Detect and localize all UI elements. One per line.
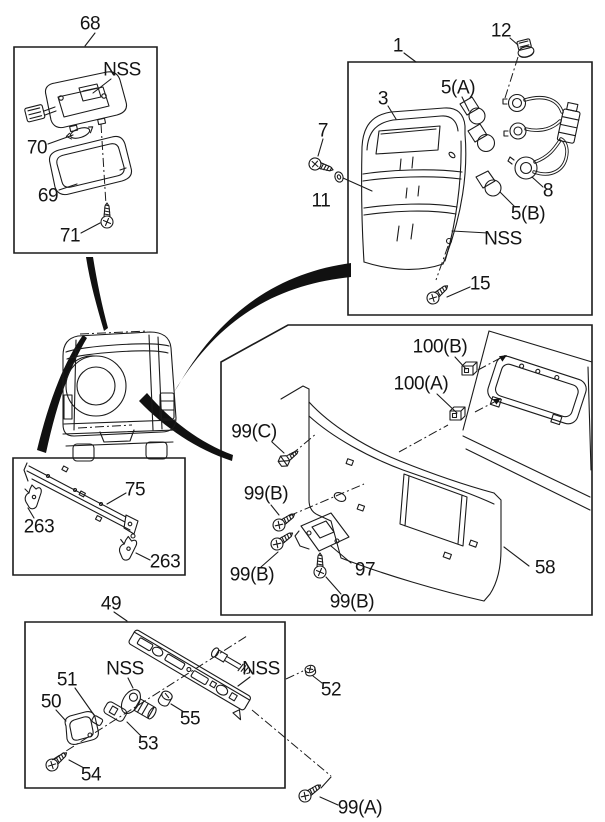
packing-51 bbox=[91, 715, 103, 726]
license-lamp-stud bbox=[210, 647, 252, 677]
tail-lamp-body-right bbox=[443, 134, 466, 264]
callout-54: 54 bbox=[80, 764, 102, 786]
callout-8: 8 bbox=[542, 180, 554, 202]
callout-12: 12 bbox=[490, 20, 512, 42]
callout-3: 3 bbox=[377, 88, 389, 110]
callout-51: 51 bbox=[56, 669, 78, 691]
screw-99b-bottom bbox=[313, 552, 327, 579]
callout-5a: 5(A) bbox=[440, 77, 476, 99]
callout-263-right: 263 bbox=[149, 551, 181, 573]
callout-68: 68 bbox=[79, 13, 101, 35]
license-lamp-frame bbox=[25, 622, 285, 788]
callout-50: 50 bbox=[40, 691, 62, 713]
back-panel-frame bbox=[221, 325, 592, 615]
callout-99b-upper: 99(B) bbox=[243, 483, 289, 505]
license-frame-opening bbox=[484, 354, 589, 432]
callout-263-left: 263 bbox=[23, 516, 55, 538]
arrow-room-lamp-to-vehicle bbox=[86, 257, 108, 331]
callout-99b-bottom: 99(B) bbox=[329, 591, 375, 613]
screw-71 bbox=[100, 202, 114, 229]
arrow-tail-lamp-to-vehicle bbox=[174, 263, 351, 392]
washer-11 bbox=[334, 171, 345, 183]
striker-97 bbox=[295, 513, 349, 551]
assembly-axes bbox=[52, 57, 518, 776]
callout-55: 55 bbox=[179, 708, 201, 730]
callout-97: 97 bbox=[354, 559, 376, 581]
callout-52: 52 bbox=[320, 679, 342, 701]
callout-49: 49 bbox=[100, 593, 122, 615]
nut-55 bbox=[157, 689, 174, 707]
tail-lamp-gasket-seam bbox=[445, 141, 461, 261]
callout-nss-room: NSS bbox=[103, 59, 141, 81]
tail-lamp-parts bbox=[306, 38, 582, 308]
callout-5b: 5(B) bbox=[510, 203, 546, 225]
callout-99c: 99(C) bbox=[231, 421, 277, 443]
screw-54 bbox=[42, 747, 71, 775]
section-frames bbox=[13, 47, 592, 788]
clip-100b bbox=[461, 361, 478, 376]
callout-nss-lic-left: NSS bbox=[106, 658, 144, 680]
rear-rail-parts bbox=[24, 463, 138, 562]
callout-nss-lic-right: NSS bbox=[242, 658, 280, 680]
harness-connector bbox=[557, 102, 582, 144]
room-lamp-connector bbox=[24, 104, 45, 122]
arrow-vehicle-to-rail bbox=[37, 335, 87, 453]
callout-11: 11 bbox=[311, 190, 331, 212]
license-lamp-socket bbox=[118, 686, 161, 726]
screw-99a bbox=[296, 779, 325, 805]
callout-58: 58 bbox=[534, 557, 556, 579]
screw-7 bbox=[306, 155, 336, 177]
socket-12 bbox=[515, 38, 535, 59]
tailgate-metal-panel bbox=[463, 331, 592, 510]
screw-15 bbox=[423, 280, 452, 308]
room-lamp-housing bbox=[45, 72, 126, 128]
screw-99b-upper bbox=[270, 508, 299, 534]
leader-lines bbox=[28, 33, 543, 805]
axis-arrowhead-100b bbox=[499, 355, 507, 362]
back-panel-parts bbox=[268, 331, 592, 601]
bulb-5a-lower bbox=[468, 124, 495, 152]
callout-53: 53 bbox=[137, 733, 159, 755]
license-lamp-bracket bbox=[123, 608, 266, 720]
gasket-53 bbox=[102, 700, 128, 722]
room-lamp-frame bbox=[14, 47, 157, 253]
harness-8 bbox=[503, 95, 582, 180]
tail-lamp-hood bbox=[362, 108, 465, 147]
bulb-5a-upper bbox=[460, 97, 485, 124]
vehicle-rear-view bbox=[63, 331, 176, 461]
axis-arrowhead-100a bbox=[493, 398, 501, 405]
callout-69: 69 bbox=[37, 185, 59, 207]
callout-99a: 99(A) bbox=[337, 797, 383, 819]
callout-7: 7 bbox=[317, 120, 329, 142]
locator-arrows bbox=[37, 257, 351, 461]
callout-nss-tail: NSS bbox=[484, 228, 522, 250]
callout-99b-lower: 99(B) bbox=[229, 564, 275, 586]
screw-99b-lower bbox=[268, 527, 297, 553]
callout-71: 71 bbox=[59, 225, 81, 247]
room-lamp-lens-69 bbox=[49, 136, 131, 194]
callout-1: 1 bbox=[392, 35, 404, 57]
trim-panel-58 bbox=[281, 386, 501, 601]
license-lamp-parts bbox=[42, 608, 266, 775]
callout-70: 70 bbox=[26, 137, 48, 159]
tail-lamp-frame bbox=[348, 62, 592, 315]
tail-lamp-body-left bbox=[362, 147, 364, 262]
callout-75: 75 bbox=[124, 479, 146, 501]
callout-15: 15 bbox=[469, 273, 491, 295]
nut-52 bbox=[303, 663, 317, 678]
clip-263-left bbox=[24, 484, 42, 510]
callout-100a: 100(A) bbox=[393, 373, 449, 395]
bulb-5b bbox=[476, 171, 501, 196]
callout-100b: 100(B) bbox=[412, 336, 468, 358]
rear-rail-frame bbox=[13, 458, 185, 575]
clip-263-right bbox=[117, 534, 138, 562]
